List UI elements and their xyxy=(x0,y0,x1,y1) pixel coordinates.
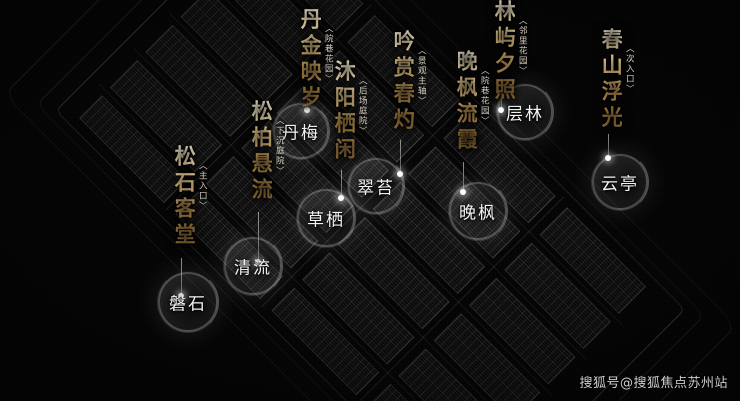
node-label: 翠苔 xyxy=(357,178,395,199)
node-ring-icon xyxy=(296,188,356,248)
callout-title: 晚枫流霞 xyxy=(454,50,479,154)
callout-label[interactable]: 晚枫流霞〈院巷花园〉 xyxy=(454,50,490,154)
node-ring-icon xyxy=(223,236,283,296)
node-ring-icon xyxy=(591,153,649,211)
leader-line xyxy=(341,170,342,198)
leader-line xyxy=(400,140,401,174)
callout-subtitle: 〈下沉庭院〉 xyxy=(274,116,285,176)
callout-label[interactable]: 春山浮光〈次入口〉 xyxy=(599,28,635,132)
node-label: 磐石 xyxy=(169,294,207,315)
leader-line xyxy=(463,162,464,192)
callout-label[interactable]: 松柏悬流〈下沉庭院〉 xyxy=(249,100,285,204)
node-marker[interactable]: 翠苔 xyxy=(347,157,405,215)
callout-title: 沐阳栖闲 xyxy=(332,60,357,164)
callout-subtitle: 〈后场庭院〉 xyxy=(357,76,368,136)
node-ring-icon xyxy=(347,157,405,215)
node-ring-icon xyxy=(157,271,219,333)
callout-title: 松石客堂 xyxy=(172,145,197,249)
node-label: 丹梅 xyxy=(282,123,320,144)
callout-subtitle: 〈院巷花园〉 xyxy=(479,66,490,126)
callout-label[interactable]: 林屿夕照〈邻里花园〉 xyxy=(492,0,528,104)
callout-label[interactable]: 吟赏春灼〈景观主轴〉 xyxy=(391,30,427,134)
node-marker[interactable]: 磐石 xyxy=(157,271,219,333)
callout-title: 吟赏春灼 xyxy=(391,30,416,134)
callout-subtitle: 〈次入口〉 xyxy=(624,44,635,94)
node-marker[interactable]: 晚枫 xyxy=(448,181,508,241)
node-marker[interactable]: 草栖 xyxy=(296,188,356,248)
callout-title: 林屿夕照 xyxy=(492,0,517,104)
callout-subtitle: 〈邻里花园〉 xyxy=(517,16,528,76)
node-label: 云亭 xyxy=(601,174,639,195)
node-label: 清流 xyxy=(234,258,272,279)
callout-label[interactable]: 沐阳栖闲〈后场庭院〉 xyxy=(332,60,368,164)
callout-label[interactable]: 丹金映岁〈院巷花园〉 xyxy=(298,8,334,112)
callout-subtitle: 〈主入口〉 xyxy=(197,161,208,211)
node-label: 晚枫 xyxy=(459,203,497,224)
node-marker[interactable]: 云亭 xyxy=(591,153,649,211)
node-marker[interactable]: 丹梅 xyxy=(272,102,330,160)
node-ring-icon xyxy=(496,83,554,141)
callout-label[interactable]: 松石客堂〈主入口〉 xyxy=(172,145,208,249)
callout-subtitle: 〈景观主轴〉 xyxy=(416,46,427,106)
node-ring-icon xyxy=(272,102,330,160)
callout-subtitle: 〈院巷花园〉 xyxy=(323,24,334,84)
node-label: 草栖 xyxy=(307,210,345,231)
node-marker[interactable]: 清流 xyxy=(223,236,283,296)
node-ring-icon xyxy=(448,181,508,241)
node-label: 层林 xyxy=(506,104,544,125)
callout-title: 丹金映岁 xyxy=(298,8,323,112)
watermark: 搜狐号@搜狐焦点苏州站 xyxy=(579,376,728,391)
node-marker[interactable]: 层林 xyxy=(496,83,554,141)
leader-line xyxy=(608,134,609,158)
callout-title: 松柏悬流 xyxy=(249,100,274,204)
callout-title: 春山浮光 xyxy=(599,28,624,132)
